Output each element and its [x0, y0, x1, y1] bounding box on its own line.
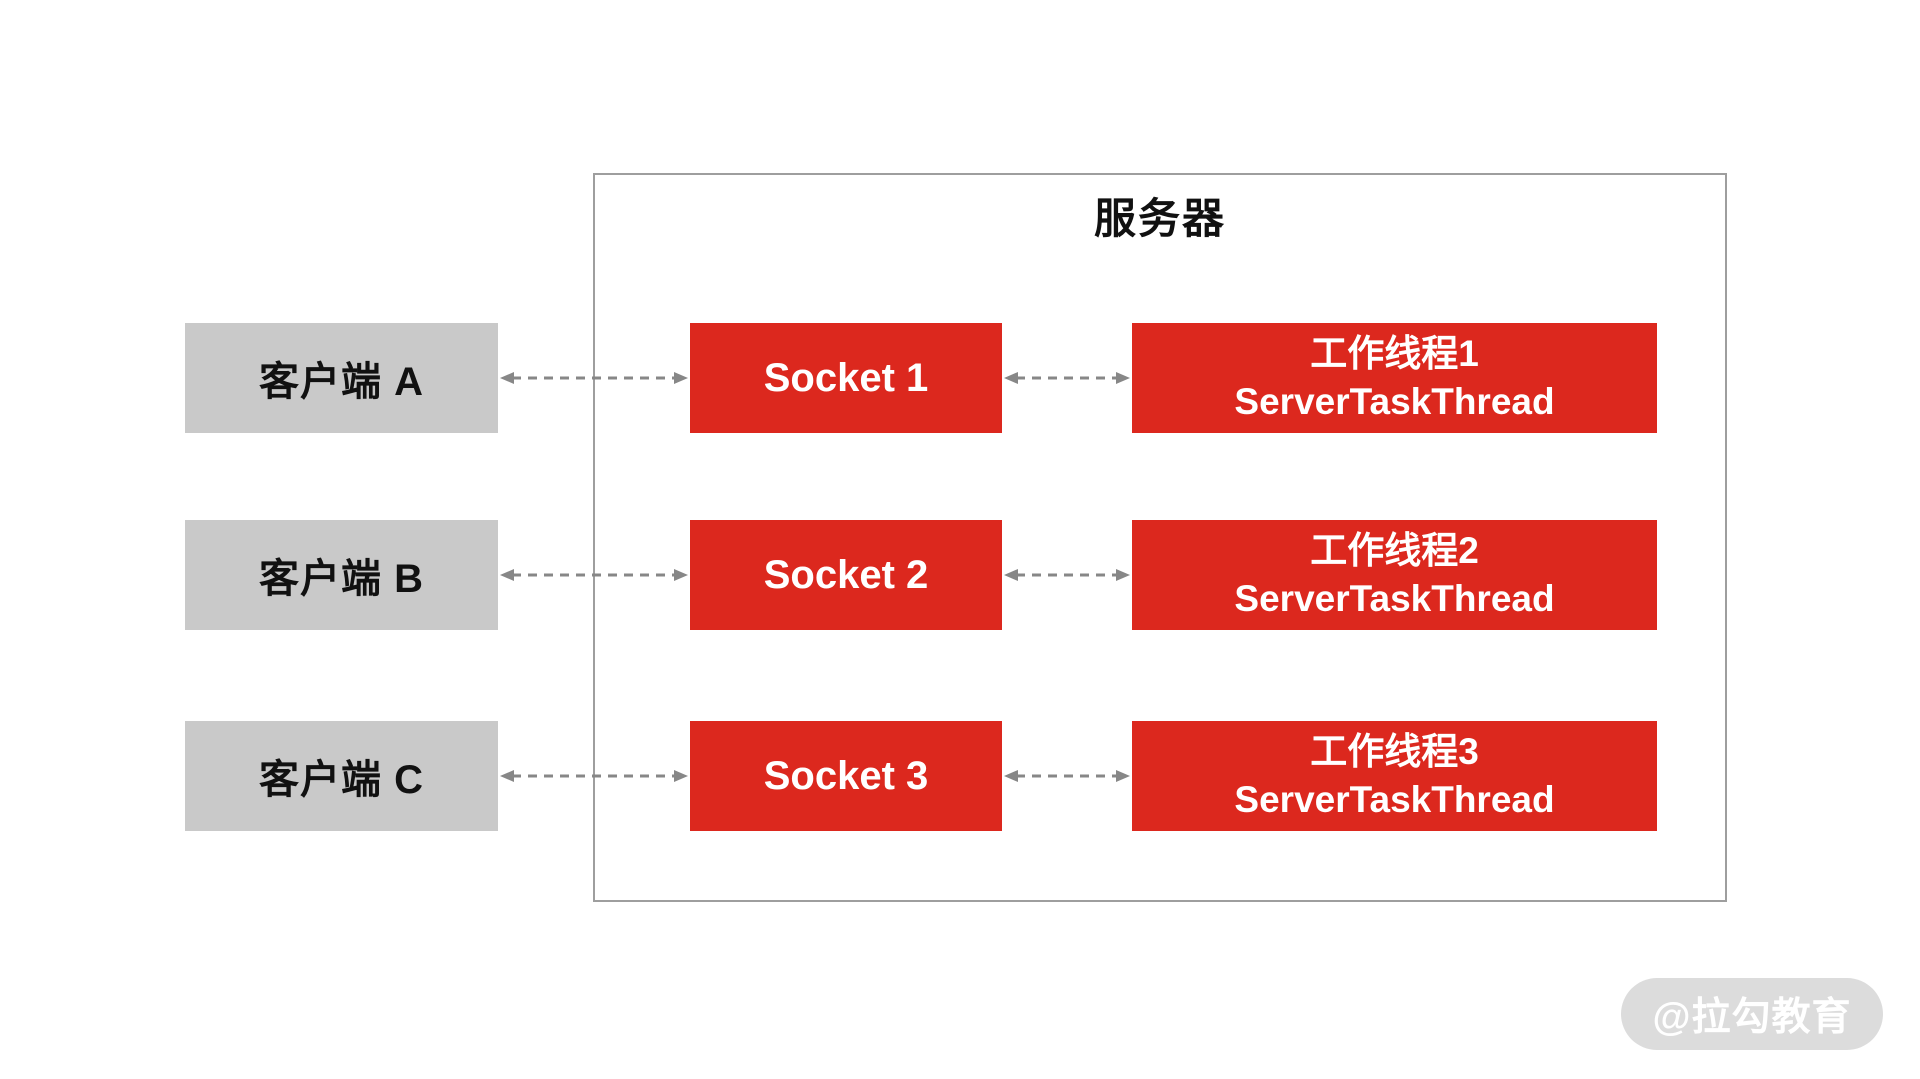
- bidirectional-arrow-icon: [500, 372, 688, 384]
- server-title: 服务器: [1093, 195, 1226, 242]
- socket-box-2: Socket 2: [690, 520, 1002, 630]
- worker-thread-box-1: 工作线程1 ServerTaskThread: [1132, 323, 1657, 433]
- bidirectional-arrow-icon: [500, 569, 688, 581]
- worker-thread-box-2: 工作线程2 ServerTaskThread: [1132, 520, 1657, 630]
- worker-thread-subtitle: ServerTaskThread: [1234, 578, 1555, 619]
- client-box-c: 客户端 C: [185, 721, 498, 831]
- bidirectional-arrow-icon: [1004, 770, 1130, 782]
- bidirectional-arrow-icon: [500, 770, 688, 782]
- watermark-badge: @拉勾教育: [1621, 978, 1883, 1050]
- server-container: 服务器: [593, 173, 1727, 902]
- socket-box-1: Socket 1: [690, 323, 1002, 433]
- bidirectional-arrow-icon: [1004, 372, 1130, 384]
- client-box-a: 客户端 A: [185, 323, 498, 433]
- worker-thread-title: 工作线程3: [1310, 730, 1479, 772]
- worker-thread-box-3: 工作线程3 ServerTaskThread: [1132, 721, 1657, 831]
- worker-thread-subtitle: ServerTaskThread: [1234, 779, 1555, 820]
- client-box-b: 客户端 B: [185, 520, 498, 630]
- bidirectional-arrow-icon: [1004, 569, 1130, 581]
- worker-thread-title: 工作线程1: [1310, 332, 1479, 374]
- worker-thread-title: 工作线程2: [1310, 529, 1479, 571]
- socket-box-3: Socket 3: [690, 721, 1002, 831]
- worker-thread-subtitle: ServerTaskThread: [1234, 381, 1555, 422]
